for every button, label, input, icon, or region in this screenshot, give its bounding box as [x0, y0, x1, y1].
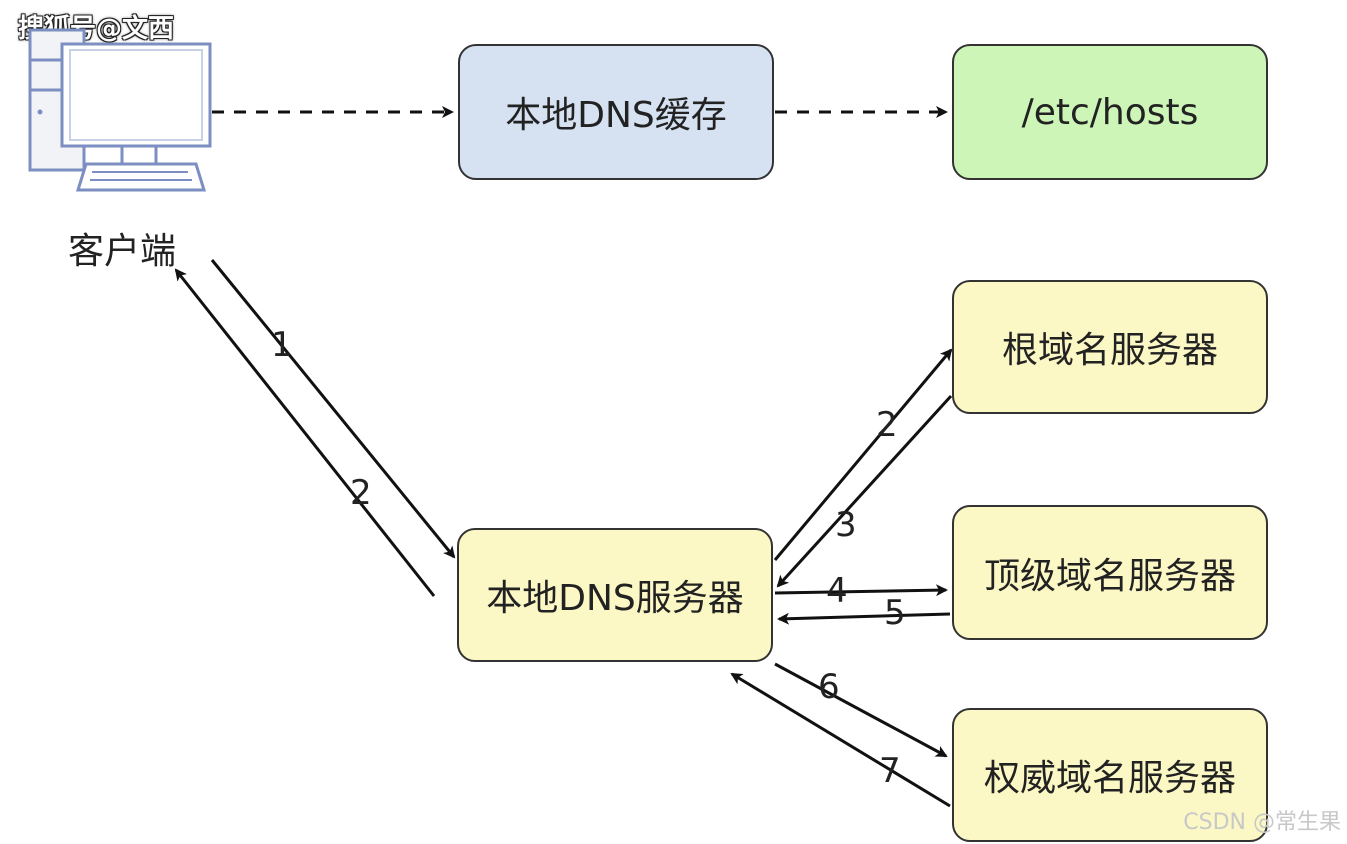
edge-label-local-to-root: 2: [876, 405, 898, 445]
edge-label-tld-to-local: 5: [884, 593, 906, 633]
client-label: 客户端: [68, 231, 177, 272]
edge-local-dns-to-tld: [774, 584, 948, 597]
watermark-bottom: CSDN @常生果: [1183, 810, 1341, 835]
edge-label-root-to-local: 3: [835, 505, 857, 545]
edge-label-local-to-tld: 4: [826, 571, 848, 611]
tld-server-label: 顶级域名服务器: [983, 555, 1236, 597]
edge-auth-to-local-dns: [730, 672, 951, 808]
edge-client-to-local-dns: [210, 259, 456, 559]
root-server-node: 根域名服务器: [952, 280, 1268, 414]
local-dns-cache-node: 本地DNS缓存: [458, 44, 774, 180]
edge-local-dns-to-client: [174, 268, 436, 597]
tld-server-node: 顶级域名服务器: [952, 505, 1268, 640]
local-dns-cache-label: 本地DNS缓存: [505, 95, 727, 136]
local-dns-server-label: 本地DNS服务器: [486, 578, 744, 619]
edge-local-dns-to-root: [773, 348, 953, 561]
local-dns-server-node: 本地DNS服务器: [457, 528, 773, 662]
edge-root-to-local-dns: [776, 394, 953, 588]
hosts-file-node: /etc/hosts: [952, 44, 1268, 180]
edge-tld-to-local-dns: [777, 612, 951, 625]
edge-label-auth-to-local: 7: [879, 751, 901, 791]
edge-label-local-to-client: 2: [350, 473, 372, 513]
desktop-computer-icon: [28, 28, 212, 192]
edge-label-client-to-local: 1: [271, 325, 293, 365]
authoritative-server-node: 权威域名服务器: [952, 708, 1268, 842]
edge-local-dns-to-auth: [774, 662, 948, 758]
hosts-file-label: /etc/hosts: [1021, 91, 1199, 133]
edge-label-local-to-auth: 6: [818, 667, 840, 707]
root-server-label: 根域名服务器: [1001, 330, 1218, 371]
authoritative-server-label: 权威域名服务器: [983, 758, 1236, 799]
